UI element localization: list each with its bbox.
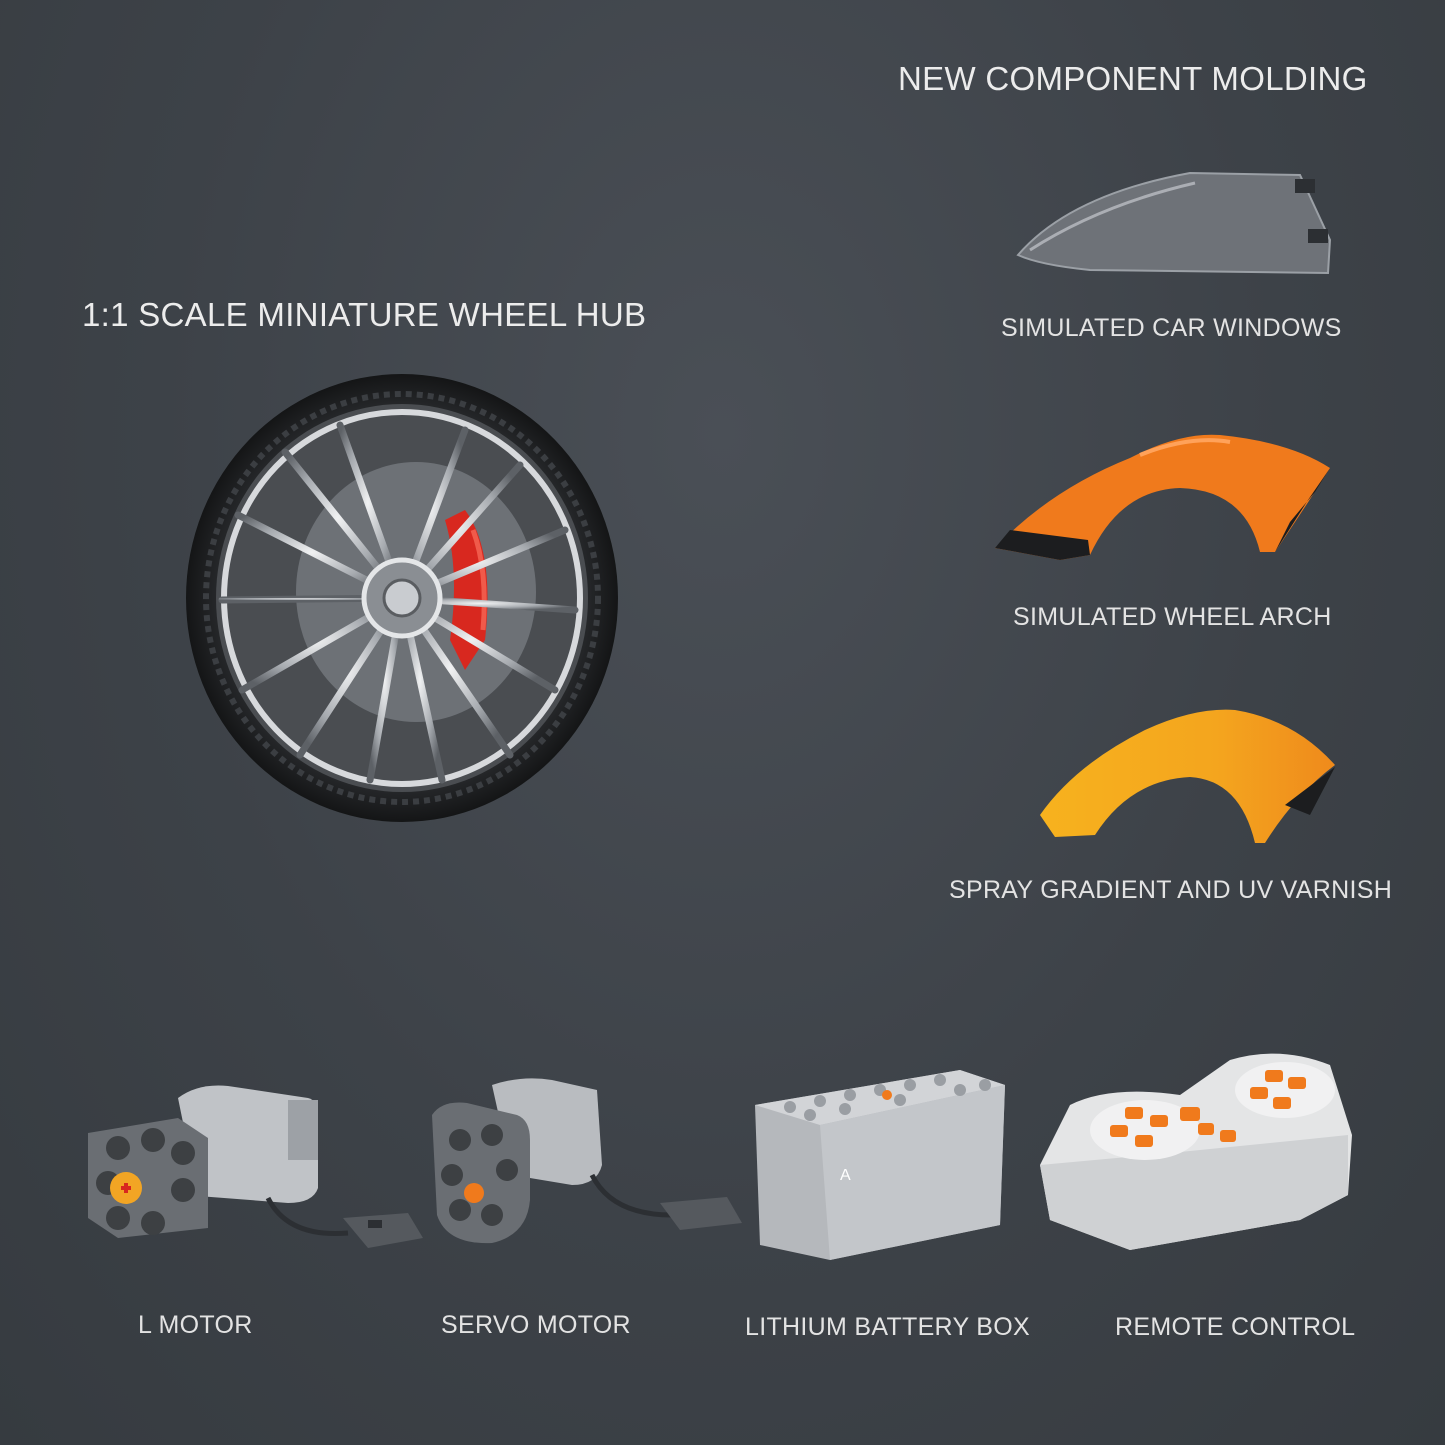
remote-control-image: [1040, 1053, 1352, 1250]
wheel-arch-image: [995, 434, 1330, 560]
remote-control-label: REMOTE CONTROL: [1115, 1313, 1356, 1341]
car-windows-label: SIMULATED CAR WINDOWS: [1001, 314, 1342, 342]
wheel-hub-heading: 1:1 SCALE MINIATURE WHEEL HUB: [82, 296, 647, 333]
wheel-arch-label: SIMULATED WHEEL ARCH: [1013, 603, 1332, 631]
car-window-image: [1016, 171, 1332, 275]
gradient-arch-label: SPRAY GRADIENT AND UV VARNISH: [949, 876, 1393, 904]
servo-motor-label: SERVO MOTOR: [441, 1311, 631, 1339]
l-motor-label: L MOTOR: [138, 1311, 253, 1339]
gradient-arch-image: [1040, 709, 1335, 843]
battery-box-label: LITHIUM BATTERY BOX: [745, 1313, 1030, 1341]
servo-motor-image: [432, 1078, 742, 1244]
wheel-hub-image: [186, 374, 618, 822]
molding-heading: NEW COMPONENT MOLDING: [898, 60, 1368, 97]
svg-text:A: A: [840, 1167, 851, 1184]
l-motor-image: [88, 1085, 423, 1248]
battery-box-image: A: [755, 1070, 1005, 1260]
